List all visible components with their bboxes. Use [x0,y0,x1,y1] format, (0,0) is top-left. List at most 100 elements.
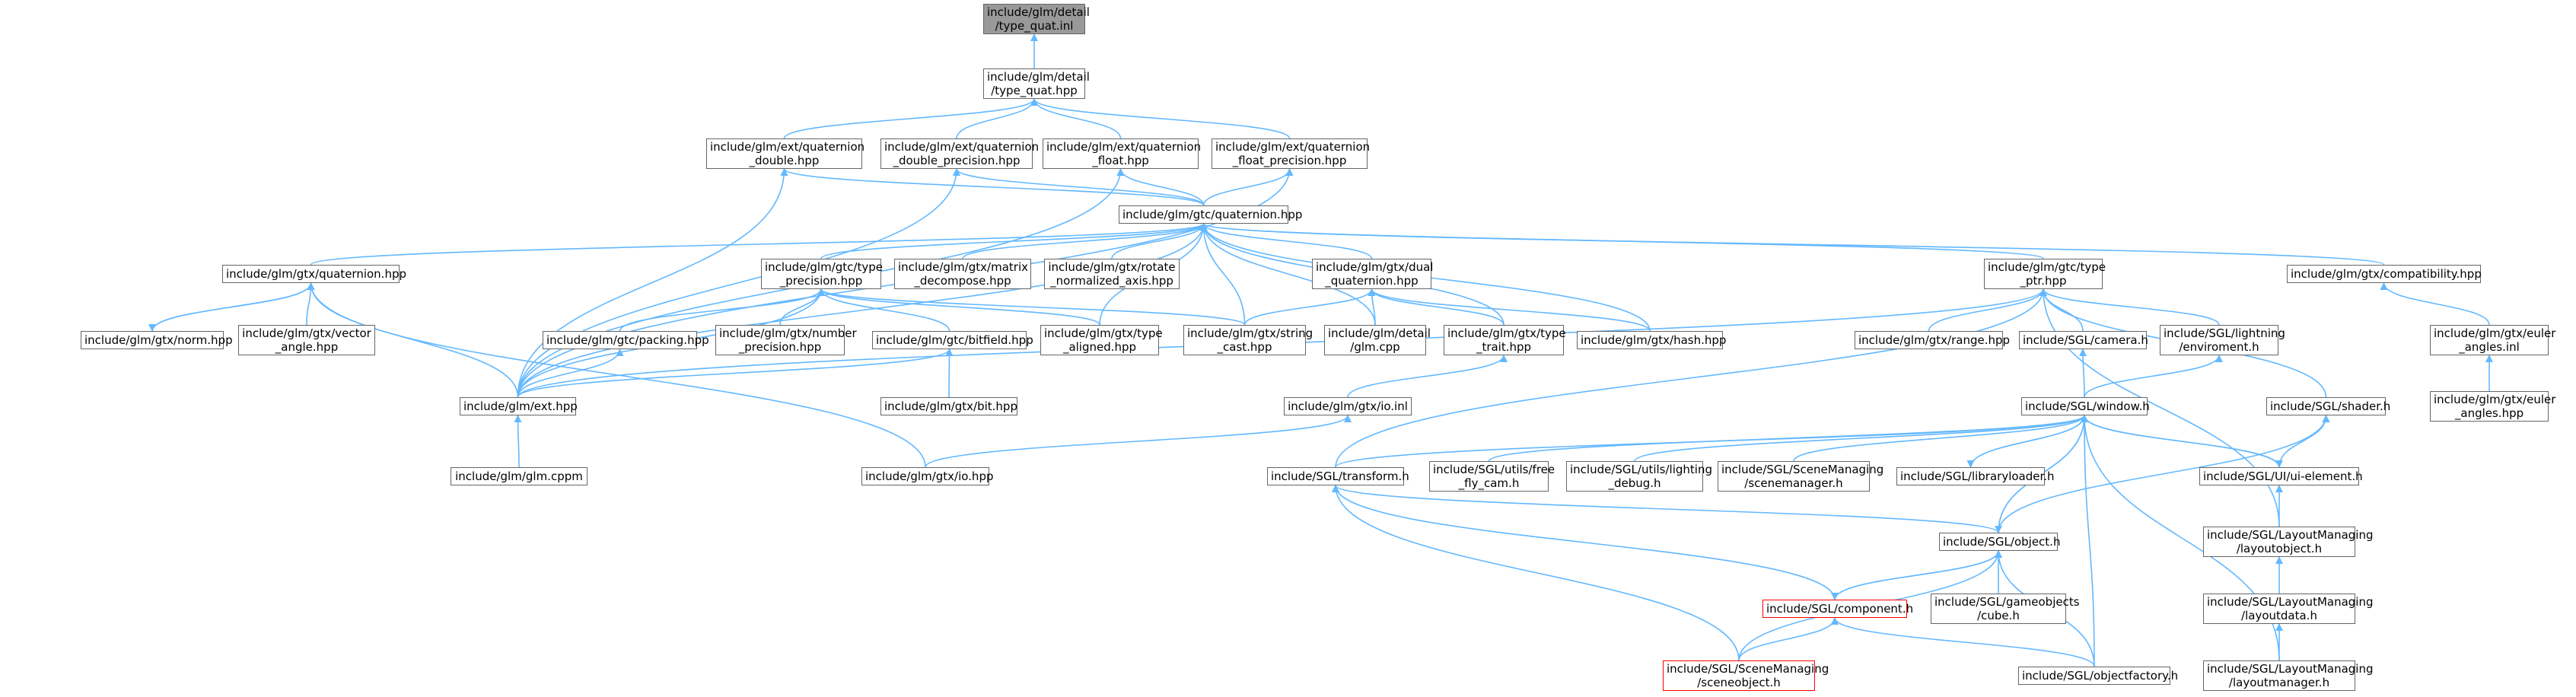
edge-gtx_io_inl-to-gtx_type_trait [1347,355,1508,398]
node-gtc-type-ptr[interactable]: include/glm/gtc/type_ptr.hpp [1984,259,2106,289]
edge-sgl_objectfactory-to-sgl_component [1831,617,2095,667]
node-quaternion-double[interactable]: include/glm/ext/quaternion_double.hpp [706,138,865,169]
node-gtx-euler-angles-inl[interactable]: include/glm/gtx/euler_angles.inl [2430,325,2555,355]
edge-sgl_sceneobject-to-sgl_component [1738,617,1839,661]
node-gtx-quaternion[interactable]: include/glm/gtx/quaternion.hpp [222,265,406,283]
node-sgl-component[interactable]: include/SGL/component.h [1762,600,1913,618]
edge-sgl_object-to-sgl_transform [1332,485,1999,533]
node-gtx-range[interactable]: include/glm/gtx/range.hpp [1855,331,2010,349]
edge-gtx_string_cast-to-gtc_type_precision [817,288,1246,326]
edge-detail_glm_cpp-to-gtc_quaternion [1199,223,1376,326]
edge-gtc_quaternion-to-quat_double [780,168,1205,206]
edge-sgl_scenemanager-to-sgl_window [1793,415,2088,462]
edge-gtc_quaternion-to-quat_double_prec [953,168,1205,206]
edge-ext_hpp-to-gtc_bitfield [517,348,954,398]
edge-sgl_window-to-sgl_ui_element [2084,415,2283,468]
node-gtc-bitfield[interactable]: include/glm/gtc/bitfield.hpp [872,331,1033,349]
node-gtx-io-inl[interactable]: include/glm/gtx/io.inl [1284,397,1412,415]
node-type-quat-hpp[interactable]: include/glm/detail/type_quat.hpp [983,68,1090,99]
edge-gtx_string_cast-to-gtc_quaternion [1199,223,1246,326]
edge-ext_hpp-to-quat_double [517,168,788,398]
node-sgl-libraryloader[interactable]: include/SGL/libraryloader.h [1896,467,2055,485]
node-gtx-euler-angles-hpp[interactable]: include/glm/gtx/euler_angles.hpp [2430,391,2555,422]
edge-gtx_quaternion-to-gtx_norm [148,282,312,332]
node-gtx-type-aligned[interactable]: include/glm/gtx/type_aligned.hpp [1040,325,1163,355]
edge-sgl_ui_element-to-sgl_shader [2278,415,2330,468]
edge-sgl_sceneobject-to-sgl_transform [1332,485,1740,661]
edge-gtx_matrix_decompose-to-gtc_quaternion [962,223,1208,259]
node-gtc-type-precision[interactable]: include/glm/gtc/type_precision.hpp [761,259,883,289]
edge-quat_float_prec-to-type_quat_hpp [1030,98,1291,139]
node-sgl-gameobjects-cube[interactable]: include/SGL/gameobjects/cube.h [1931,594,2080,624]
edge-ext_hpp-to-gtx_quaternion [307,282,519,398]
edge-sgl_object-to-sgl_shader [1998,415,2330,533]
node-gtx-number-precision[interactable]: include/glm/gtx/number_precision.hpp [715,325,857,355]
edge-sgl_component-to-sgl_transform [1332,485,1836,600]
node-sgl-lightning-enviroment[interactable]: include/SGL/lightning/enviroment.h [2160,325,2285,355]
edge-sgl_objectfactory-to-sgl_window [2081,415,2095,667]
node-sgl-layoutdata[interactable]: include/SGL/LayoutManaging/layoutdata.h [2203,594,2374,624]
edge-ext_hpp-to-gtc_packing [517,348,624,398]
node-sgl-sceneobject[interactable]: include/SGL/SceneManaging/sceneobject.h [1663,660,1829,691]
node-type-quat-inl: include/glm/detail/type_quat.inl [983,4,1090,34]
edge-gtx_quaternion-to-gtc_quaternion [310,223,1208,266]
node-quaternion-double-precision[interactable]: include/glm/ext/quaternion_double_precis… [880,138,1039,169]
edge-gtx_bit-to-gtc_bitfield [945,348,954,398]
node-gtx-compatibility[interactable]: include/glm/gtx/compatibility.hpp [2287,265,2482,283]
node-gtx-io-hpp[interactable]: include/glm/gtx/io.hpp [861,467,994,485]
node-sgl-scenemanager[interactable]: include/SGL/SceneManaging/scenemanager.h [1718,461,1883,492]
edge-sgl_lighting_debug-to-sgl_window [1634,415,2088,462]
node-sgl-transform[interactable]: include/SGL/transform.h [1267,467,1409,485]
edge-sgl_window-to-sgl_camera [2079,348,2087,398]
edge-quat_double-to-type_quat_hpp [783,98,1038,139]
node-sgl-layoutobject[interactable]: include/SGL/LayoutManaging/layoutobject.… [2203,527,2374,557]
node-sgl-camera[interactable]: include/SGL/camera.h [2019,331,2148,349]
edge-gtx_range-to-gtc_type_ptr [1928,288,2047,332]
edge-sgl_transform-to-gtc_type_ptr [1335,288,2047,468]
node-gtx-norm[interactable]: include/glm/gtx/norm.hpp [81,331,233,349]
node-sgl-layoutmanager[interactable]: include/SGL/LayoutManaging/layoutmanager… [2203,660,2374,691]
node-gtx-vector-angle[interactable]: include/glm/gtx/vector_angle.hpp [238,325,375,355]
edge-sgl_lighting_env-to-gtc_type_ptr [2039,288,2220,326]
node-sgl-utils-free-fly-cam[interactable]: include/SGL/utils/free_fly_cam.h [1429,461,1555,492]
node-gtx-dual-quaternion[interactable]: include/glm/gtx/dual_quaternion.hpp [1312,259,1433,289]
node-gtc-packing[interactable]: include/glm/gtc/packing.hpp [543,331,709,349]
node-gtx-type-trait[interactable]: include/glm/gtx/type_trait.hpp [1444,325,1566,355]
node-sgl-window[interactable]: include/SGL/window.h [2021,397,2150,415]
node-gtx-hash[interactable]: include/glm/gtx/hash.hpp [1577,331,1726,349]
edge-quat_double_prec-to-type_quat_hpp [956,98,1038,139]
edge-sgl_object-to-sgl_component [1831,550,1999,600]
node-gtx-string-cast[interactable]: include/glm/gtx/string_cast.hpp [1183,325,1313,355]
node-quaternion-float-precision[interactable]: include/glm/ext/quaternion_float_precisi… [1212,138,1370,169]
edge-gtc_bitfield-to-gtc_type_precision [817,288,950,332]
node-gtx-bit[interactable]: include/glm/gtx/bit.hpp [880,397,1017,415]
edge-gtx_type_trait-to-gtx_dual_quaternion [1368,288,1505,326]
edge-gtx_compatibility-to-gtc_quaternion [1200,223,2385,266]
edge-glm_cppm-to-ext_hpp [514,415,522,468]
edge-sgl_window-to-sgl_lighting_env [2084,355,2223,398]
node-glm-cppm[interactable]: include/glm/glm.cppm [451,467,587,485]
node-sgl-shader[interactable]: include/SGL/shader.h [2266,397,2390,415]
edge-sgl_free_fly_cam-to-sgl_window [1488,415,2088,462]
node-sgl-utils-lighting-debug[interactable]: include/SGL/utils/lighting_debug.h [1566,461,1712,492]
node-detail-glm-cpp[interactable]: include/glm/detail/glm.cpp [1324,325,1431,355]
edge-gtc_type_precision-to-gtc_quaternion [820,223,1208,259]
node-gtc-quaternion[interactable]: include/glm/gtc/quaternion.hpp [1119,205,1302,224]
node-gtx-matrix-decompose[interactable]: include/glm/gtx/matrix_decompose.hpp [894,259,1031,289]
edge-sgl_camera-to-gtc_type_ptr [2039,288,2084,332]
edge-sgl_window-to-sgl_libraryloader [1966,415,2085,468]
node-quaternion-float[interactable]: include/glm/ext/quaternion_float.hpp [1043,138,1201,169]
edge-detail_glm_cpp-to-gtx_dual_quaternion [1368,288,1376,326]
edge-gtx_dual_quaternion-to-gtc_quaternion [1199,223,1373,259]
node-sgl-objectfactory[interactable]: include/SGL/objectfactory.h [2018,667,2178,685]
node-sgl-ui-element[interactable]: include/SGL/UI/ui-element.h [2199,467,2363,485]
edge-gtx_io_hpp-to-gtx_io_inl [925,415,1352,468]
node-ext-hpp[interactable]: include/glm/ext.hpp [460,397,578,415]
node-sgl-object[interactable]: include/SGL/object.h [1939,533,2060,551]
edge-gtx_euler_angles_inl-to-gtx_compatibility [2380,282,2490,326]
node-gtx-rotate-normalized-axis[interactable]: include/glm/gtx/rotate_normalized_axis.h… [1044,259,1180,289]
edge-gtx_type_aligned-to-gtc_type_precision [817,288,1100,326]
edge-ext_hpp-to-gtc_quaternion [517,223,1208,398]
edge-gtx_string_cast-to-gtx_dual_quaternion [1243,288,1376,326]
